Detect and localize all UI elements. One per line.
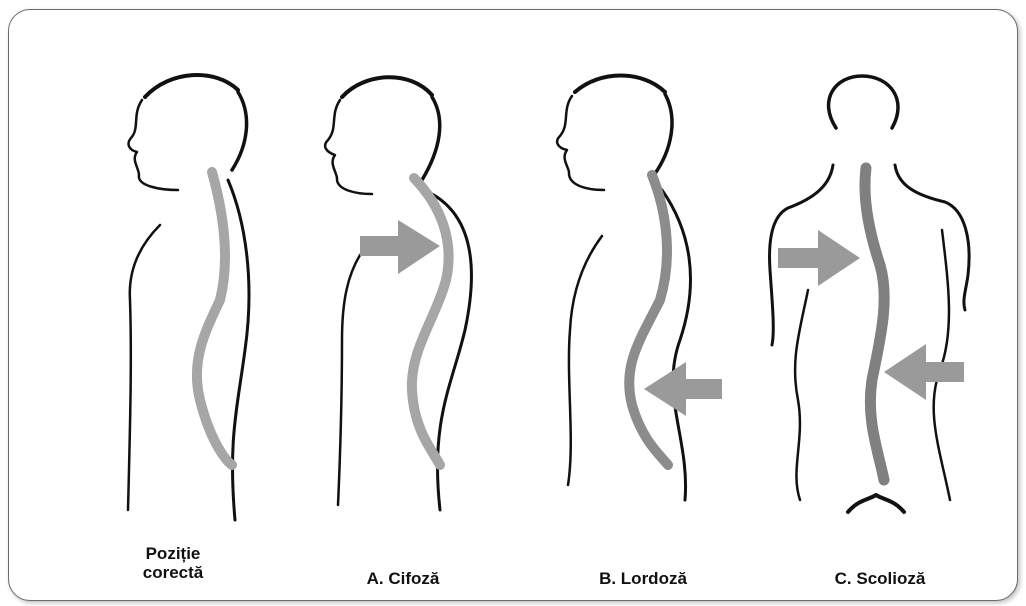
spine-correct (197, 172, 232, 465)
arrow-scoliosis-left (778, 230, 860, 286)
arrow-scoliosis-right (884, 344, 964, 400)
caption-lordosis: B. Lordoză (573, 569, 713, 588)
figure-scoliosis (770, 76, 970, 512)
caption-scoliosis: C. Scolioză (805, 569, 955, 588)
figure-correct-posture (128, 75, 249, 520)
figure-kyphosis (325, 77, 471, 510)
caption-kyphosis: A. Cifoză (338, 569, 468, 588)
arrow-kyphosis (360, 220, 440, 274)
spine-scoliosis (865, 168, 884, 480)
spine-lordosis (629, 175, 668, 465)
caption-correct-posture: Poziție corectă (118, 544, 228, 582)
arrow-lordosis (644, 362, 722, 416)
spine-kyphosis (412, 178, 449, 465)
figure-lordosis (557, 76, 722, 501)
